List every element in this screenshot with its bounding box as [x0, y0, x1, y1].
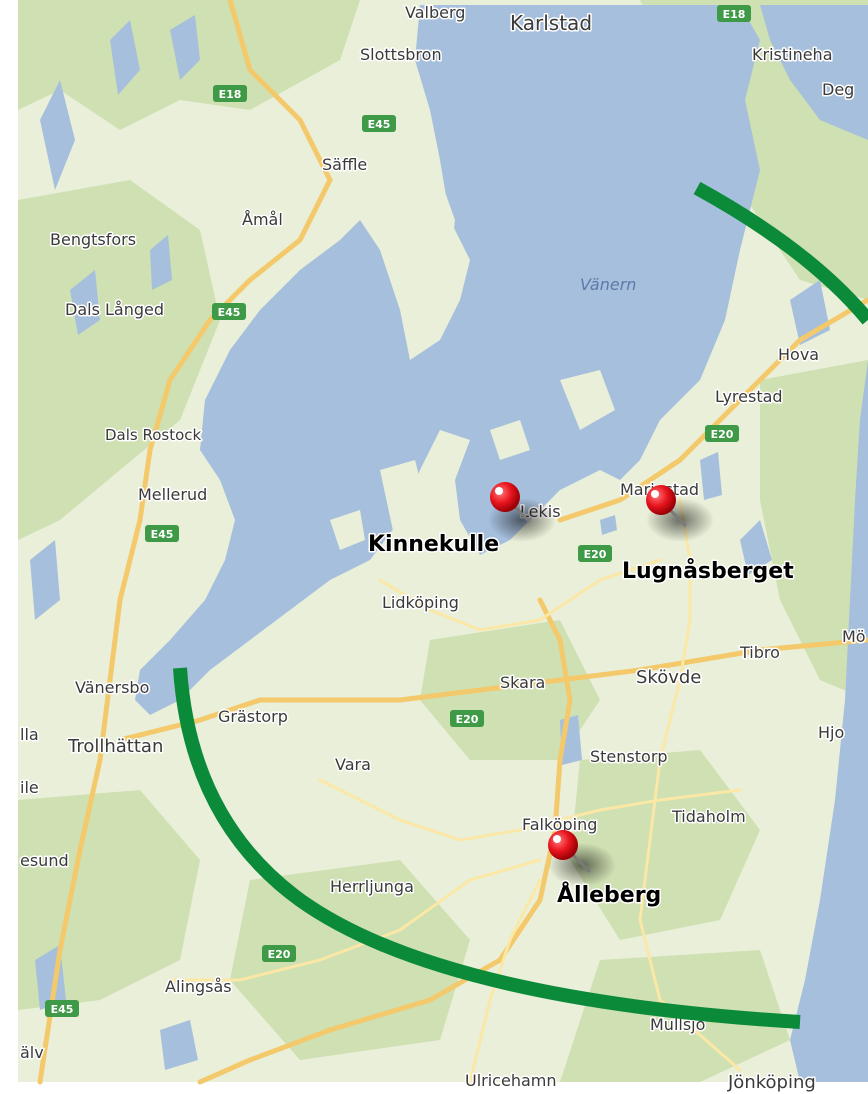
arc-southwest [173, 667, 801, 1029]
pin-lugnasberget[interactable] [646, 485, 714, 542]
place-label: Dals Rostock [105, 426, 202, 444]
place-label: Lyrestad [715, 387, 783, 406]
svg-text:E18: E18 [723, 8, 746, 21]
place-label: älv [20, 1043, 44, 1062]
pin-label-alleberg: Ålleberg [557, 882, 661, 908]
place-label: esund [20, 851, 69, 870]
svg-text:E20: E20 [711, 428, 734, 441]
place-label: Vara [335, 755, 371, 774]
place-label: Bengtsfors [50, 230, 136, 249]
place-label: Åmål [242, 210, 283, 229]
pin-highlight [553, 835, 561, 843]
svg-text:E45: E45 [368, 118, 391, 131]
place-label: Stenstorp [590, 747, 668, 766]
place-label: Skara [500, 673, 545, 692]
place-label: Jönköping [727, 1072, 816, 1093]
svg-text:E20: E20 [456, 713, 479, 726]
place-label: Ulricehamn [465, 1071, 557, 1090]
road-shield-1: E18 [213, 85, 247, 102]
lake-vattern [790, 360, 868, 1082]
place-label: Trollhättan [67, 736, 163, 757]
place-label: Falköping [522, 815, 597, 834]
islands [330, 70, 615, 550]
road-shield-5: E45 [145, 525, 179, 542]
road-shield-2: E18 [717, 5, 751, 22]
pin-kinnekulle[interactable] [488, 482, 556, 542]
place-label: Mö [842, 627, 866, 646]
lake-vanern-label: Vänern [580, 275, 636, 294]
map-pin-icon[interactable] [548, 830, 578, 860]
place-label: Alingsås [165, 977, 232, 996]
place-label: Kristineha [752, 45, 833, 64]
place-label: Karlstad [510, 11, 592, 35]
place-label: Hova [778, 345, 819, 364]
place-label: Skövde [636, 667, 701, 688]
road-shield-9: E20 [262, 945, 296, 962]
svg-text:E45: E45 [51, 1003, 74, 1016]
svg-text:E18: E18 [219, 88, 242, 101]
place-label: Slottsbron [360, 45, 442, 64]
road-shield-3: E45 [362, 115, 396, 132]
place-label: Hjo [818, 723, 844, 742]
road-shield-10: E45 [45, 1000, 79, 1017]
place-label: Tidaholm [671, 807, 746, 826]
road-shield-4: E45 [212, 303, 246, 320]
lake-vanern [135, 5, 760, 715]
place-label: Valberg [405, 3, 465, 22]
place-labels: Valberg Karlstad Slottsbron Kristineha D… [19, 2, 868, 1094]
place-label: Säffle [322, 155, 367, 174]
pin-label-lugnasberget: Lugnåsberget [622, 558, 794, 584]
road-shield-6: E20 [705, 425, 739, 442]
place-label: Dals Långed [65, 300, 164, 319]
road-shield-7: E20 [578, 545, 612, 562]
map-pin-icon[interactable] [490, 482, 520, 512]
svg-text:E20: E20 [268, 948, 291, 961]
roads [37, 0, 868, 1085]
road-shield-8: E20 [450, 710, 484, 727]
place-label: Tibro [739, 643, 780, 662]
place-label: Grästorp [218, 707, 288, 726]
pin-highlight [651, 490, 659, 498]
place-label: Lidköping [382, 593, 459, 612]
svg-text:E20: E20 [584, 548, 607, 561]
svg-text:E45: E45 [151, 528, 174, 541]
place-label: Vänersbo [75, 678, 149, 697]
pin-highlight [495, 487, 503, 495]
arc-northeast [693, 181, 868, 325]
place-label: lla [20, 725, 39, 744]
lake-northeast [760, 5, 868, 140]
place-label: ile [20, 778, 39, 797]
place-label: Mellerud [138, 485, 207, 504]
map-pin-icon[interactable] [646, 485, 676, 515]
pin-label-kinnekulle: Kinnekulle [368, 532, 499, 557]
place-label: Herrljunga [330, 877, 414, 896]
pin-alleberg[interactable] [548, 830, 616, 887]
place-label: Deg [822, 80, 854, 99]
svg-text:E45: E45 [218, 306, 241, 319]
